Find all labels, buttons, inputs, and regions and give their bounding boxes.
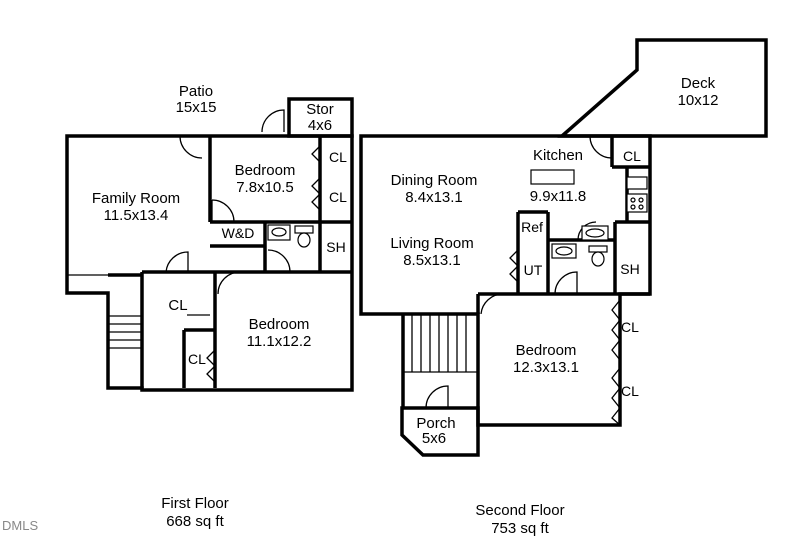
second-floor-fixtures — [530, 169, 648, 267]
refrigerator-label: Ref — [521, 219, 543, 235]
kitchen-size: 9.9x11.8 — [530, 188, 586, 205]
first-floor-plan — [65, 97, 354, 392]
porch-outline — [400, 406, 480, 457]
bedroom-size: 12.3x13.1 — [513, 359, 579, 376]
dining-room-size: 8.4x13.1 — [405, 189, 463, 206]
deck-outline — [557, 38, 768, 138]
first-floor-interior-walls — [67, 136, 352, 388]
deck-label: Deck — [681, 75, 716, 92]
closet-label: CL — [621, 319, 639, 335]
storage-size: 4x6 — [308, 117, 332, 134]
deck-size: 10x12 — [678, 92, 719, 109]
first-floor-caption-title: First Floor — [161, 495, 229, 512]
closet-label: CL — [188, 351, 206, 367]
living-room-label: Living Room — [390, 235, 473, 252]
second-floor-plan — [359, 38, 768, 457]
bedroom-large-size: 11.1x12.2 — [247, 333, 312, 350]
first-floor-doors — [165, 109, 321, 383]
bedroom-small-size: 7.8x10.5 — [236, 179, 294, 196]
washer-dryer-label: W&D — [222, 225, 255, 241]
first-floor-stairs — [108, 315, 142, 349]
family-room-label: Family Room — [92, 190, 180, 207]
watermark: DMLS — [2, 518, 38, 533]
storage-label: Stor — [306, 101, 334, 118]
first-floor-caption-area: 668 sq ft — [166, 513, 224, 530]
shower-label: SH — [620, 261, 639, 277]
floor-captions: First Floor 668 sq ft Second Floor 753 s… — [161, 495, 564, 537]
bedroom-small-label: Bedroom — [235, 162, 296, 179]
patio-label: Patio — [179, 83, 213, 100]
family-room-size: 11.5x13.4 — [104, 207, 169, 224]
room-labels: Patio 15x15 Stor 4x6 Deck 10x12 Family R… — [92, 75, 719, 447]
closet-label: CL — [621, 383, 639, 399]
kitchen-label: Kitchen — [533, 147, 583, 164]
bedroom-label: Bedroom — [516, 342, 577, 359]
porch-size: 5x6 — [422, 430, 446, 447]
closet-label: CL — [329, 189, 347, 205]
dining-room-label: Dining Room — [391, 172, 478, 189]
closet-label: CL — [329, 149, 347, 165]
second-floor-stairs — [411, 314, 467, 372]
second-floor-caption-area: 753 sq ft — [491, 520, 549, 537]
second-floor-caption-title: Second Floor — [475, 502, 564, 519]
closet-label: CL — [168, 297, 187, 314]
closet-label: CL — [623, 148, 641, 164]
shower-label: SH — [326, 239, 345, 255]
utility-label: UT — [524, 262, 543, 278]
living-room-size: 8.5x13.1 — [403, 252, 461, 269]
first-floor-fixtures — [267, 224, 314, 248]
second-floor-doors — [425, 135, 621, 426]
patio-size: 15x15 — [176, 99, 217, 116]
porch-label: Porch — [416, 415, 455, 432]
bedroom-large-label: Bedroom — [249, 316, 310, 333]
